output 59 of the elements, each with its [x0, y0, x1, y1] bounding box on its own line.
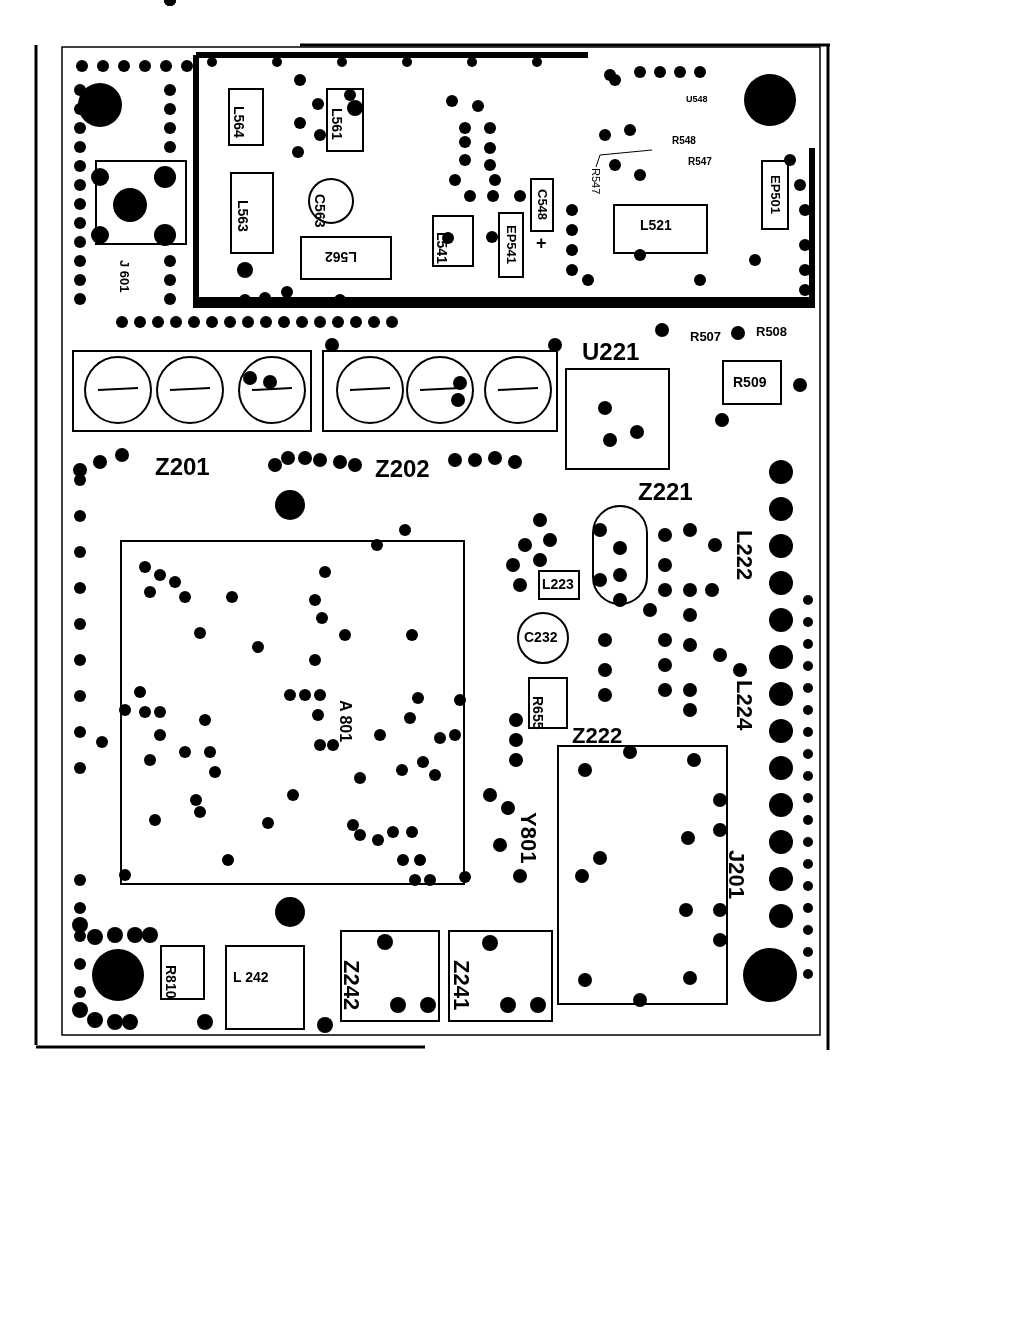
reference-designator: L222	[733, 530, 755, 581]
component-outline	[498, 212, 524, 278]
reference-designator: R508	[756, 325, 788, 338]
reference-designator: J201	[725, 850, 747, 899]
component-outline	[225, 945, 305, 1030]
reference-designator: Z201	[155, 455, 210, 479]
reference-designator: Z222	[572, 725, 623, 747]
reference-designator: R509	[733, 375, 767, 389]
component-outline	[557, 745, 728, 1005]
component-outline	[95, 160, 187, 245]
reference-designator: J 601	[118, 260, 131, 293]
component-outline	[120, 540, 465, 885]
reference-designator: R507	[690, 330, 722, 343]
component-outline	[517, 612, 569, 664]
reference-designator: C563	[313, 194, 327, 228]
component-outline	[613, 204, 708, 254]
reference-designator: L564	[232, 106, 246, 138]
reference-designator: Z221	[638, 480, 693, 504]
component-outline	[448, 930, 553, 1022]
leader-line	[595, 149, 653, 168]
component-outline	[230, 172, 274, 254]
component-outline	[322, 350, 558, 432]
component-outline	[432, 215, 474, 267]
reference-designator: Z241	[450, 960, 472, 1011]
reference-designator: Y801	[517, 812, 539, 864]
component-outline	[722, 360, 782, 405]
component-outline	[761, 160, 789, 230]
reference-designator: R547	[590, 168, 601, 195]
component-outline	[228, 88, 264, 146]
reference-designator: U221	[582, 340, 640, 364]
component-outline	[340, 930, 440, 1022]
reference-designator: R547	[688, 157, 712, 167]
reference-designator: Z242	[340, 960, 362, 1011]
reference-designator: L521	[640, 218, 672, 232]
component-outline	[300, 236, 392, 280]
reference-designator: R548	[672, 136, 696, 146]
reference-designator: C232	[524, 630, 558, 644]
reference-designator: R810	[164, 965, 178, 999]
reference-designator: Z202	[375, 457, 430, 481]
reference-designator: EP541	[504, 225, 518, 265]
reference-designator: L223	[542, 577, 574, 591]
component-outline	[528, 677, 568, 729]
reference-designator: L561	[330, 108, 344, 140]
component-outline	[565, 368, 670, 470]
reference-designator: A 801	[337, 700, 353, 743]
component-outline	[72, 350, 312, 432]
component-outline	[538, 570, 580, 600]
reference-designator: C548	[535, 189, 549, 221]
reference-designator: U548	[686, 95, 708, 104]
component-outline	[160, 945, 205, 1000]
reference-designator: L562	[325, 250, 357, 264]
reference-designator: +	[536, 234, 547, 252]
reference-designator: L 242	[233, 970, 269, 984]
reference-designator: L224	[733, 680, 755, 731]
component-outline	[592, 505, 648, 605]
reference-designator: EP501	[768, 175, 782, 215]
component-outline	[326, 88, 364, 152]
component-outline	[530, 178, 554, 232]
reference-designator: L563	[236, 200, 250, 232]
